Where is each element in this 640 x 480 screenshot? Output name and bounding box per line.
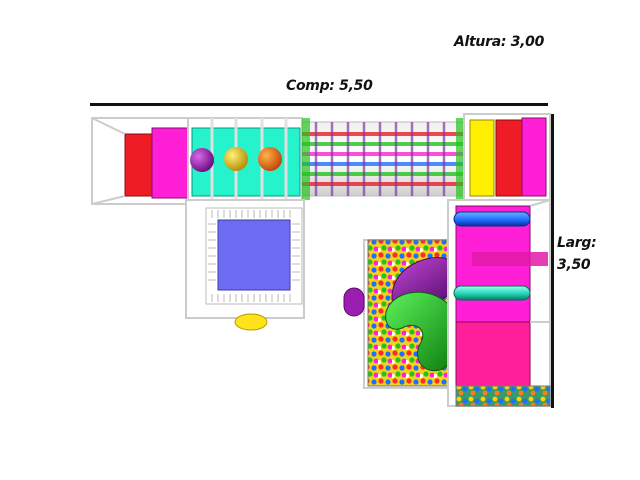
- width-dimension-line: [551, 114, 554, 408]
- trampoline-mat: [217, 219, 291, 291]
- purple-ball: [190, 148, 214, 172]
- magenta-foam-block: [151, 127, 189, 199]
- yellow-ball: [224, 147, 248, 171]
- pink-foam-block: [455, 321, 531, 387]
- red-foam-block-right: [495, 119, 523, 197]
- teal-roller: [453, 285, 531, 301]
- width-label: Larg: 3,50: [557, 232, 597, 276]
- length-label: Comp: 5,50: [286, 78, 373, 94]
- yellow-foam-block: [469, 119, 495, 197]
- yellow-step: [234, 313, 268, 331]
- length-dimension-line: [90, 103, 548, 106]
- module-ball-pit: [343, 239, 461, 389]
- orange-ball: [258, 147, 282, 171]
- height-label: Altura: 3,00: [454, 34, 545, 50]
- module-trampoline: [185, 199, 305, 331]
- red-foam-block: [124, 133, 153, 197]
- width-label-value: 3,50: [557, 257, 591, 273]
- module-top-right: [463, 113, 551, 201]
- green-spiral-slide: [385, 291, 461, 372]
- blue-roller: [453, 211, 531, 227]
- mini-ball-area: [455, 385, 551, 407]
- magenta-bar: [472, 252, 548, 266]
- magenta-foam-block-right: [521, 117, 547, 197]
- width-label-title: Larg:: [557, 235, 597, 251]
- module-right-column: [447, 199, 551, 407]
- module-ball-bars: [187, 117, 303, 201]
- tunnel: [301, 118, 465, 200]
- module-top-left: [91, 117, 189, 205]
- purple-slide-exit: [343, 287, 365, 317]
